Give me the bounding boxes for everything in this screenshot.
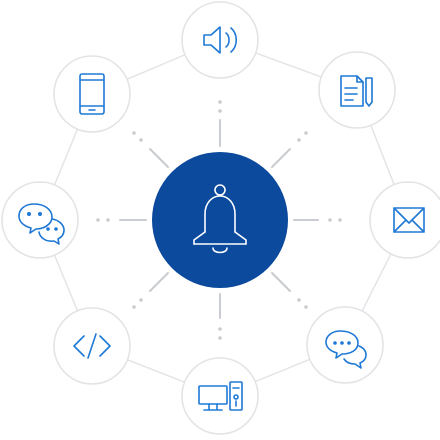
desktop-computer-icon: [198, 381, 243, 411]
node-left[interactable]: [1, 181, 79, 259]
bell-icon: [193, 184, 247, 254]
connector-bottom: [218, 293, 222, 340]
document-pen-icon: [340, 75, 373, 107]
node-bottom[interactable]: [181, 357, 259, 435]
connector-top-right: [271, 131, 308, 168]
code-icon: [73, 333, 111, 359]
node-bottom-left[interactable]: [53, 307, 131, 385]
mobile-phone-icon: [79, 73, 105, 115]
connector-top-left: [132, 131, 169, 168]
node-bottom-right[interactable]: [306, 306, 384, 384]
envelope-icon: [393, 207, 425, 233]
hub-circle: [152, 152, 288, 288]
connector-bottom-left: [132, 272, 169, 309]
connector-top: [218, 100, 222, 147]
connector-right: [293, 218, 342, 222]
hub: [152, 152, 288, 288]
node-top-right[interactable]: [318, 51, 396, 129]
chat-bubbles-icon: [325, 330, 367, 369]
connector-bottom-right: [271, 272, 308, 309]
node-top[interactable]: [181, 1, 259, 79]
connector-left: [96, 218, 147, 222]
node-top-left[interactable]: [53, 55, 131, 133]
wechat-icon: [18, 203, 65, 245]
speaker-icon: [203, 26, 238, 54]
node-right[interactable]: [369, 181, 440, 259]
